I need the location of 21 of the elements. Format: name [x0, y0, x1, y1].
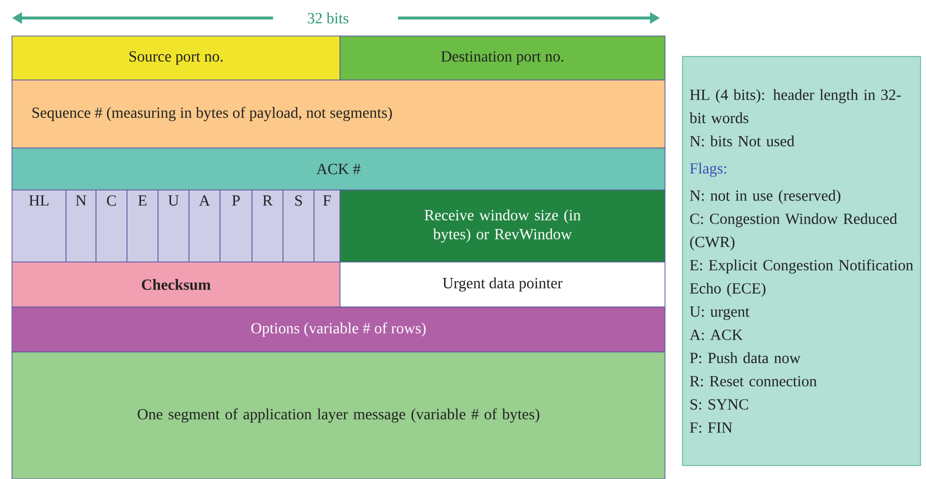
field-cell: ACK # — [12, 148, 666, 190]
flag-cell: S — [282, 190, 314, 262]
flag-cell: HL — [12, 190, 66, 262]
flag-cell: U — [158, 190, 190, 262]
flag-cell: C — [96, 190, 128, 262]
field-cell: Options (variable # of rows) — [12, 306, 666, 352]
field-cell: Destination port no. — [340, 36, 666, 80]
field-cell: Source port no. — [12, 36, 340, 80]
field-cell: One segment of application layer message (variable # of bytes) — [12, 352, 666, 479]
field-cell: Receive window size (in bytes) or RevWindow — [340, 190, 666, 262]
field-cell: Checksum — [12, 262, 340, 308]
field-cell: Urgent data pointer — [340, 262, 666, 308]
flag-cell: A — [188, 190, 220, 262]
dimension-label: 32 bits — [308, 12, 348, 24]
flag-cell: N — [66, 190, 96, 262]
flag-cell: E — [126, 190, 158, 262]
flag-cell: F — [314, 190, 340, 262]
flag-cell: P — [220, 190, 252, 262]
field-cell: Sequence # (measuring in bytes of payload, not segments) — [12, 80, 666, 148]
flag-cell: R — [252, 190, 284, 262]
legend-box: HL (4 bits): header length in 32-bit words N: bits Not used Flags: N: not in use (reserved) C: Congestion Window Reduced (CWR) E: Explicit Congestion Notification Echo (ECE) U: urgent A: ACK P: Push data now R: Reset connection S: SYNC F: FIN — [682, 56, 921, 466]
